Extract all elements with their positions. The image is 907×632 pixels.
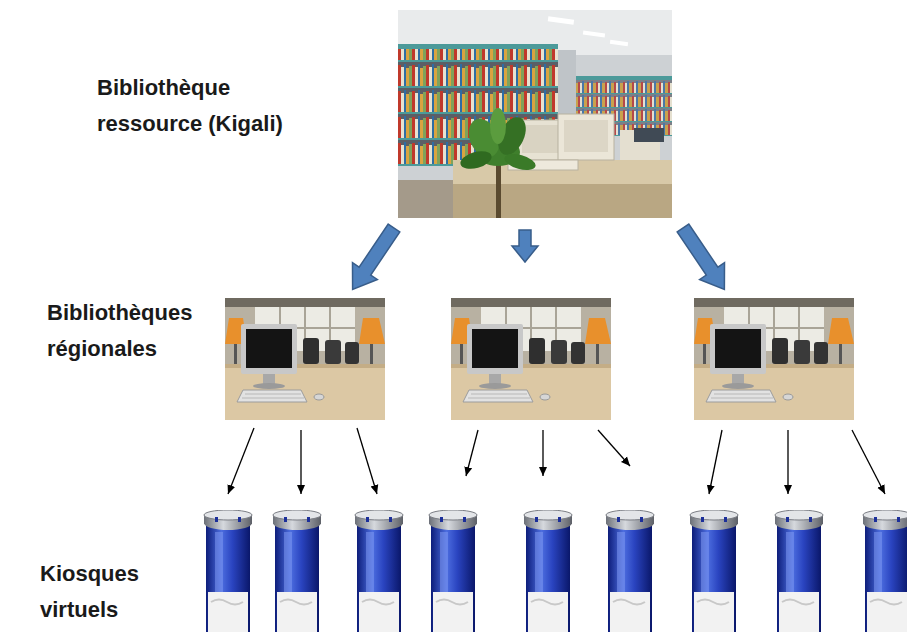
level-label: Bibliothèques régionales xyxy=(47,295,217,367)
kiosk-figure xyxy=(429,510,477,632)
block-arrows xyxy=(340,220,737,298)
kiosk-figure xyxy=(775,510,823,632)
kiosk-figure xyxy=(524,510,572,632)
thin-arrow xyxy=(228,428,254,494)
thin-arrows xyxy=(228,428,885,494)
thin-arrow xyxy=(542,430,543,476)
regional-library-photo xyxy=(225,298,385,420)
thin-arrow xyxy=(598,430,630,466)
kiosk-figure xyxy=(690,510,738,632)
regional-library-photo xyxy=(451,298,611,420)
block-arrow xyxy=(512,230,538,262)
level-label: Bibliothèque ressource (Kigali) xyxy=(97,70,307,142)
block-arrow xyxy=(671,220,737,298)
thin-arrow xyxy=(466,430,478,476)
kiosk-figure xyxy=(606,510,654,632)
kiosk-figure xyxy=(204,510,252,632)
block-arrow xyxy=(340,220,406,298)
thin-arrow xyxy=(787,430,788,494)
thin-arrow xyxy=(852,430,885,494)
kiosk-figure xyxy=(273,510,321,632)
library-photo xyxy=(398,10,672,218)
kiosk-figure xyxy=(863,510,907,632)
thin-arrow xyxy=(300,430,301,494)
regional-library-photo xyxy=(694,298,854,420)
kiosk-figure xyxy=(355,510,403,632)
thin-arrow xyxy=(709,430,722,494)
level-label: Kiosques virtuels xyxy=(40,556,160,628)
thin-arrow xyxy=(357,428,377,494)
